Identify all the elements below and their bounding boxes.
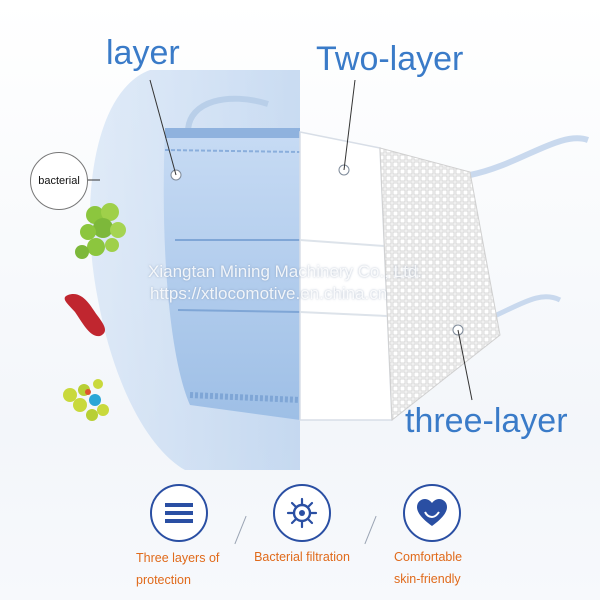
layer-label: layer — [106, 34, 180, 72]
feature-comfortable: Comfortable skin-friendly — [357, 484, 507, 590]
feature-caption-line1: Three layers of — [136, 551, 220, 565]
feature-bacterial-filtration: Bacterial filtration — [227, 484, 377, 568]
heart-skin-icon — [403, 484, 461, 542]
feature-caption-line1: Comfortable — [394, 550, 463, 564]
red-bacterium — [64, 294, 106, 337]
feature-three-layers: Three layers of protection — [104, 484, 254, 591]
mixed-bacteria-cluster — [63, 379, 109, 421]
ear-loop-left — [185, 95, 269, 133]
watermark-company: Xiangtan Mining Machinery Co., Ltd. — [148, 262, 423, 281]
three-layer-label: three-layer — [405, 402, 568, 440]
two-layer-label: Two-layer — [316, 40, 464, 78]
virus-icon — [273, 484, 331, 542]
bacterial-label: bacterial — [30, 152, 88, 210]
green-bacteria-cluster — [75, 203, 126, 259]
outer-blue-layer — [163, 130, 300, 420]
ear-loop-right — [469, 135, 590, 178]
watermark-url: https://xtlocomotive.en.china.cn — [150, 284, 388, 303]
layers-icon — [150, 484, 208, 542]
feature-caption-line2: protection — [136, 573, 191, 587]
feature-caption-line1: Bacterial filtration — [254, 550, 350, 564]
ear-loop-right-lower — [489, 294, 562, 321]
mask-layers-graphic — [63, 70, 590, 470]
feature-caption-line2: skin-friendly — [394, 572, 461, 586]
inner-mesh-layer — [379, 147, 501, 421]
